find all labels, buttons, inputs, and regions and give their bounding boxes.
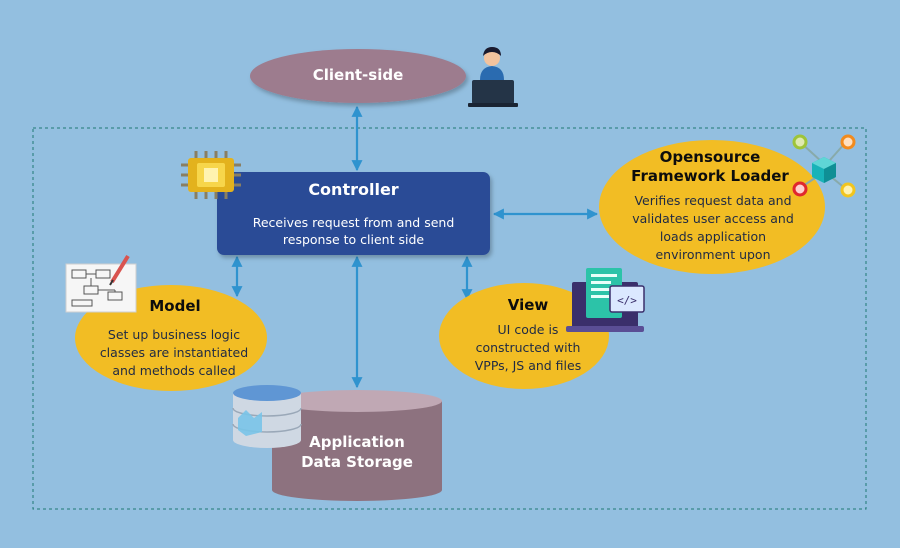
model-title: Model xyxy=(149,297,201,315)
application-boundary xyxy=(32,127,867,510)
framework-loader-node xyxy=(599,140,825,274)
model-description: Set up business logic classes are instan… xyxy=(99,327,249,378)
controller-node xyxy=(217,172,490,255)
controller-description: Receives request from and send response … xyxy=(252,215,455,247)
network-cube-icon xyxy=(792,134,856,198)
code-laptop-icon: </> xyxy=(566,268,645,332)
client-side-node xyxy=(250,49,466,103)
framework-description: Verifies request data and validates user… xyxy=(632,193,794,262)
flowchart-sketch-icon xyxy=(65,254,137,313)
user-laptop-icon xyxy=(468,47,518,107)
connectors xyxy=(231,105,599,389)
svg-text:</>: </> xyxy=(617,294,637,307)
controller-title: Controller xyxy=(308,180,399,199)
data-storage-node xyxy=(272,390,442,501)
storage-title-line1: Application xyxy=(309,433,405,451)
storage-title-line2: Data Storage xyxy=(301,453,413,471)
client-side-label: Client-side xyxy=(312,66,404,84)
database-icon xyxy=(232,385,302,448)
view-description: UI code is constructed with VPPs, JS and… xyxy=(474,322,582,373)
framework-title-line1: Opensource xyxy=(659,148,761,166)
view-title: View xyxy=(507,296,549,314)
view-node xyxy=(439,283,609,389)
framework-title-line2: Framework Loader xyxy=(631,167,789,185)
cpu-chip-icon xyxy=(181,151,241,199)
